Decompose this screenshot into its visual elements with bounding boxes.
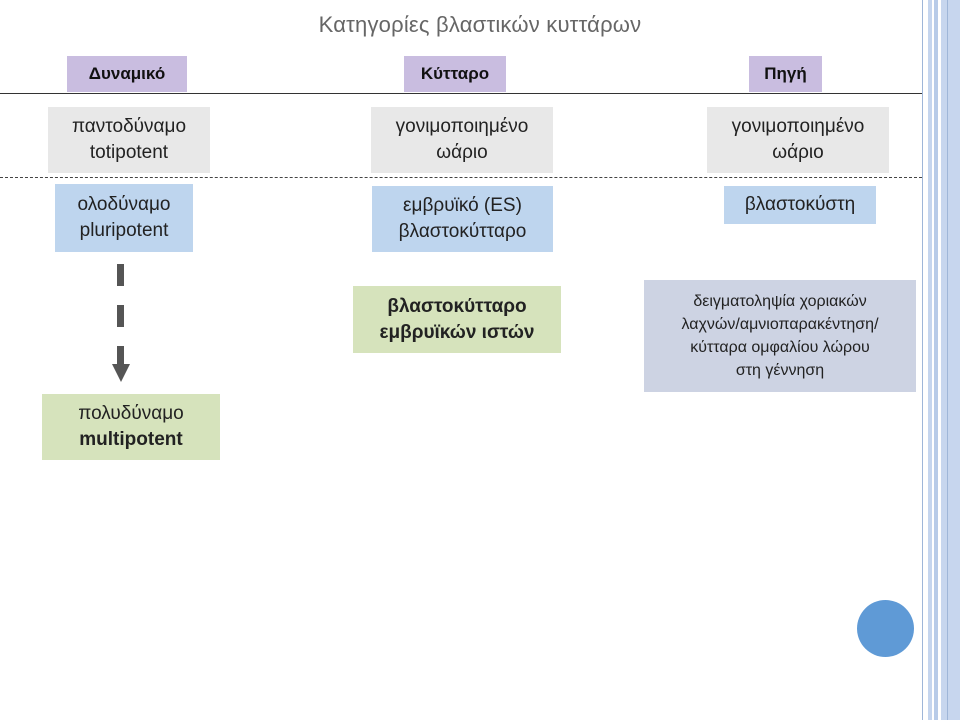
header-potency: Δυναμικό (67, 56, 187, 92)
box-line: εμβρυϊκό (ES) (403, 195, 522, 217)
box-line: βλαστοκύστη (744, 194, 856, 216)
decor-stripe (928, 0, 932, 720)
decor-stripe (941, 0, 960, 720)
arrow-dash (117, 264, 124, 286)
box-pluripotent: ολοδύναμο pluripotent (55, 184, 193, 252)
box-line: pluripotent (79, 220, 169, 241)
divider-dashed (0, 177, 922, 178)
box-line: εμβρυϊκών ιστών (379, 321, 535, 343)
arrow-dash (117, 305, 124, 327)
box-totipotent: παντοδύναμο totipotent (48, 107, 210, 173)
box-line: ολοδύναμο (77, 194, 171, 216)
box-fertilized-egg: γονιμοποιημένο ωάριο (371, 107, 553, 173)
box-line: πολυδύναμο (78, 403, 184, 425)
decor-circle (857, 600, 914, 657)
decor-stripe (947, 0, 948, 720)
box-multipotent: πολυδύναμο multipotent (42, 394, 220, 460)
box-line: παντοδύναμο (71, 116, 187, 138)
box-line: λαχνών/αμνιοπαρακέντηση/ (681, 315, 879, 333)
header-source: Πηγή (749, 56, 822, 92)
box-line: στη γέννηση (735, 362, 825, 380)
box-line: κύτταρα ομφαλίου λώρου (690, 339, 870, 356)
decor-stripe (922, 0, 923, 720)
arrow-down-icon (112, 364, 130, 382)
divider-solid (0, 93, 922, 94)
box-es-cell: εμβρυϊκό (ES) βλαστοκύτταρο (372, 186, 553, 252)
box-line: multipotent (79, 429, 183, 450)
box-line: βλαστοκύτταρο (398, 221, 527, 242)
box-line: ωάριο (436, 142, 488, 163)
box-line: γονιμοποιημένο (395, 116, 529, 138)
arrow-dash (117, 346, 124, 366)
box-blastocyst: βλαστοκύστη (724, 186, 876, 224)
box-fetal-tissue-stem-cell: βλαστοκύτταρο εμβρυϊκών ιστών (353, 286, 561, 353)
box-sampling-sources: δειγματοληψία χοριακών λαχνών/αμνιοπαρακ… (644, 280, 916, 392)
box-source-fertilized-egg: γονιμοποιημένο ωάριο (707, 107, 889, 173)
box-line: βλαστοκύτταρο (387, 295, 527, 317)
box-line: ωάριο (772, 142, 824, 163)
box-line: δειγματοληψία χοριακών (693, 292, 867, 310)
header-cell: Κύτταρο (404, 56, 506, 92)
decor-stripe (934, 0, 938, 720)
box-line: totipotent (89, 142, 169, 163)
box-line: γονιμοποιημένο (731, 116, 865, 138)
slide-title: Κατηγορίες βλαστικών κυττάρων (318, 12, 642, 37)
